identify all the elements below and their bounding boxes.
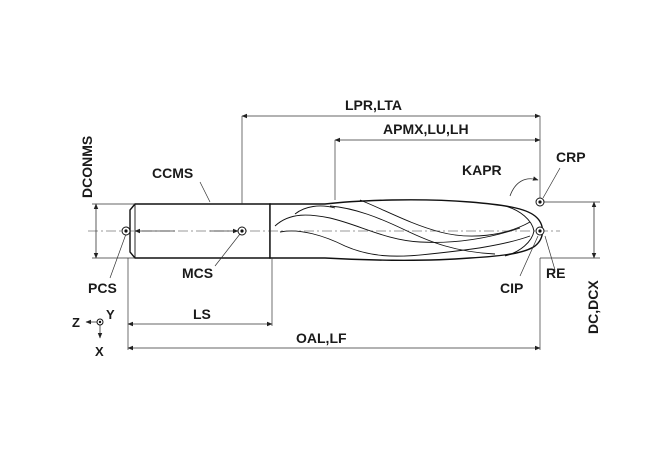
dimension-lines bbox=[93, 113, 597, 351]
flute-curve-1 bbox=[274, 214, 521, 243]
dimension-labels: LPR,LTA APMX,LU,LH CRP KAPR CCMS DCONMS … bbox=[79, 97, 601, 346]
label-re: RE bbox=[546, 265, 565, 281]
leader-lines bbox=[109, 167, 561, 279]
label-cip: CIP bbox=[500, 280, 523, 296]
label-ls: LS bbox=[193, 306, 211, 322]
flute-curve-2 bbox=[279, 230, 531, 257]
mcs-point bbox=[237, 226, 247, 236]
crp-point bbox=[535, 197, 545, 207]
flute-curve-4 bbox=[359, 199, 531, 237]
kapr-arc bbox=[509, 176, 539, 197]
label-dconms: DCONMS bbox=[79, 136, 95, 198]
label-apmx-lu-lh: APMX,LU,LH bbox=[383, 121, 469, 137]
label-ccms: CCMS bbox=[152, 165, 193, 181]
flute-curve-5 bbox=[294, 205, 336, 215]
axis-z-label: Z bbox=[72, 315, 80, 330]
axis-x-label: X bbox=[95, 344, 104, 359]
flute-curve-3 bbox=[329, 205, 496, 255]
label-lpr-lta: LPR,LTA bbox=[345, 97, 402, 113]
label-dc-dcx: DC,DCX bbox=[585, 280, 601, 334]
flute-body bbox=[269, 199, 544, 261]
label-mcs: MCS bbox=[182, 265, 213, 281]
axis-y-label: Y bbox=[106, 307, 115, 322]
extension-lines bbox=[92, 116, 600, 350]
cip-point bbox=[535, 226, 545, 236]
coordinate-axes-icon: Z Y X bbox=[72, 307, 115, 359]
pcs-point bbox=[121, 226, 131, 236]
label-oal-lf: OAL,LF bbox=[296, 330, 347, 346]
label-crp: CRP bbox=[556, 149, 586, 165]
end-mill-tool bbox=[129, 199, 544, 261]
label-pcs: PCS bbox=[88, 280, 117, 296]
reference-points bbox=[121, 197, 545, 236]
label-kapr: KAPR bbox=[462, 162, 502, 178]
